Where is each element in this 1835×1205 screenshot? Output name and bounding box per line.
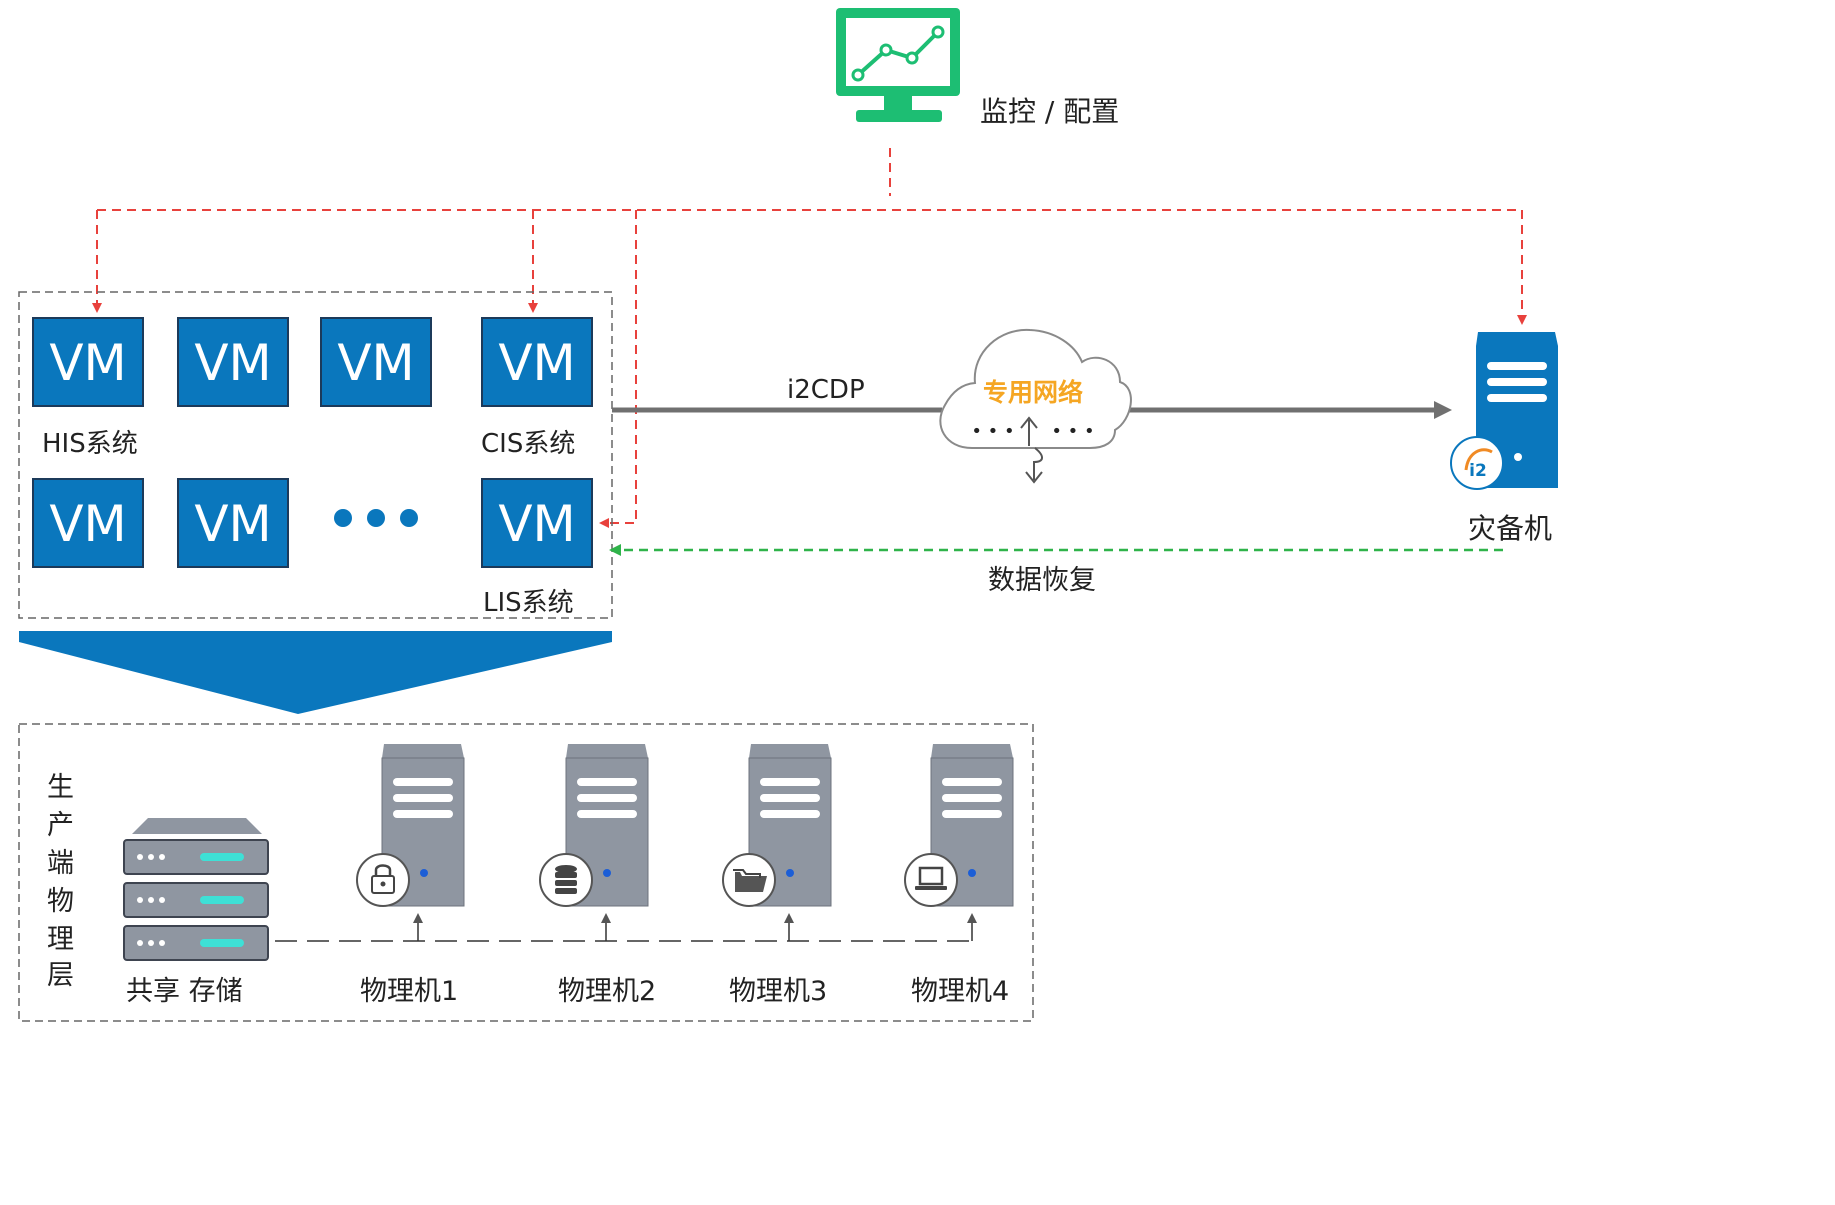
vm-tile: VM: [32, 317, 144, 407]
cloud-icon: [939, 328, 1132, 449]
monitor-icon: [836, 8, 960, 122]
physical-server-icon: [904, 744, 1014, 907]
folder-icon: [733, 869, 767, 892]
architecture-diagram: 监控 / 配置 VM VM VM VM VM VM VM: [18, 8, 1558, 1022]
svg-text:VM: VM: [49, 495, 126, 553]
lock-icon: [371, 864, 395, 894]
shared-storage-label: 共享 存储: [126, 976, 243, 1007]
dr-server-label: 灾备机: [1468, 512, 1552, 545]
svg-text:产: 产: [47, 810, 74, 841]
vm-tile: VM: [481, 317, 593, 407]
machine-2-label: 物理机2: [558, 976, 656, 1007]
sync-arrows-icon: [1020, 416, 1043, 484]
lis-system-label: LIS系统: [483, 588, 574, 618]
network-dots-right: • • •: [1051, 421, 1094, 442]
vm-tile: VM: [32, 478, 144, 568]
svg-text:VM: VM: [49, 334, 126, 392]
shared-storage-icon: [123, 818, 269, 961]
svg-text:生: 生: [47, 772, 74, 803]
dr-server-icon: i2: [1450, 332, 1558, 490]
svg-text:VM: VM: [337, 334, 414, 392]
physical-layer-title: 生 产 端 物 理 层: [47, 772, 74, 991]
svg-text:层: 层: [47, 960, 74, 991]
vm-more-dots: [334, 509, 418, 527]
svg-text:VM: VM: [194, 495, 271, 553]
svg-text:VM: VM: [498, 334, 575, 392]
laptop-icon: [915, 866, 947, 890]
monitor-label: 监控 / 配置: [980, 95, 1119, 128]
restore-label: 数据恢复: [988, 565, 1096, 596]
physical-layer-frame: [18, 723, 1034, 1022]
machine-1-label: 物理机1: [360, 976, 458, 1007]
vm-tile: VM: [177, 478, 289, 568]
dr-badge-text: i2: [1469, 461, 1487, 481]
big-down-arrow: [19, 631, 612, 714]
svg-text:理: 理: [47, 924, 74, 955]
network-label: 专用网络: [983, 378, 1083, 407]
machine-3-label: 物理机3: [729, 976, 827, 1007]
protocol-label: i2CDP: [787, 375, 865, 405]
vm-tile: VM: [481, 478, 593, 568]
svg-text:VM: VM: [498, 495, 575, 553]
machine-4-label: 物理机4: [911, 976, 1009, 1007]
cis-system-label: CIS系统: [481, 429, 575, 459]
svg-text:物: 物: [47, 886, 74, 917]
vm-tile: VM: [177, 317, 289, 407]
svg-text:VM: VM: [194, 334, 271, 392]
vm-tile: VM: [320, 317, 432, 407]
database-icon: [555, 865, 577, 894]
his-system-label: HIS系统: [42, 429, 138, 459]
network-dots-left: • • •: [971, 421, 1014, 442]
svg-text:端: 端: [47, 848, 74, 879]
vm-cluster-frame: [18, 291, 613, 619]
config-lines: [92, 148, 1527, 528]
